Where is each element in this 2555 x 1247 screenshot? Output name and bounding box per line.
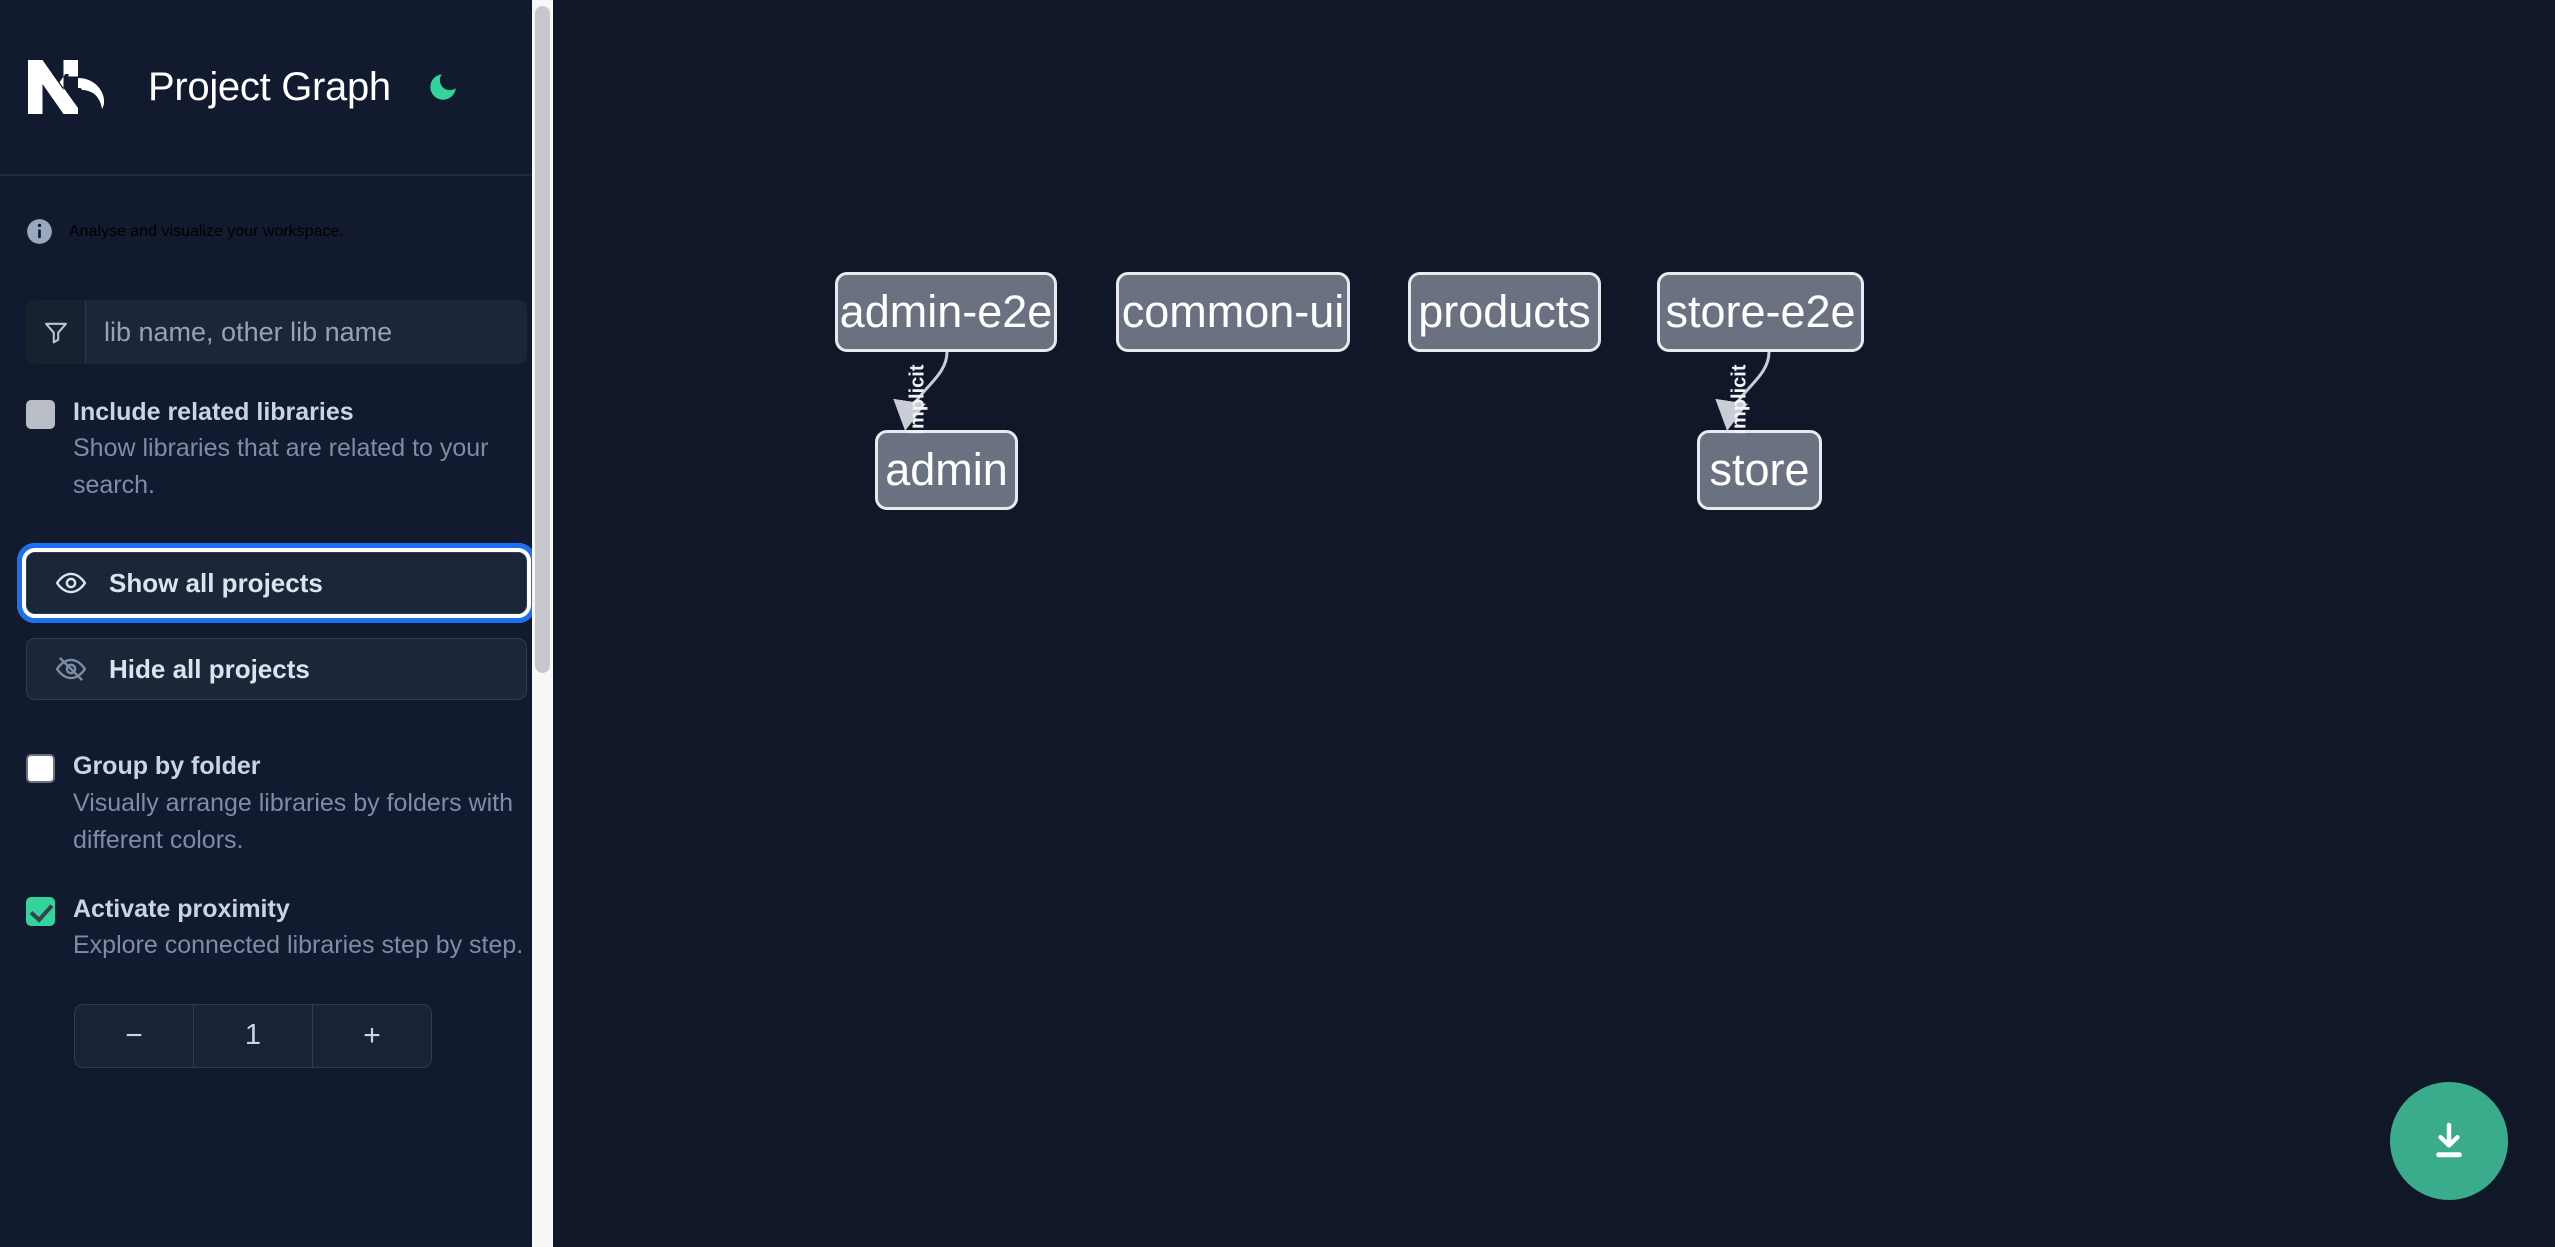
eye-icon (55, 572, 87, 594)
sidebar: Project Graph Analyse and visualize your… (0, 0, 553, 1247)
hide-all-projects-button[interactable]: Hide all projects (26, 638, 527, 701)
graph-edges (893, 351, 1771, 431)
edge-store-e2e-to-store (1715, 351, 1771, 431)
edge-admin-e2e-to-admin (893, 351, 949, 431)
activate-proximity-checkbox[interactable] (26, 896, 55, 926)
tagline-text: Analyse and visualize your workspace. (69, 222, 344, 240)
node-label: admin (885, 444, 1008, 495)
option-text-group: Activate proximity Explore connected lib… (73, 891, 523, 964)
moon-glyph (430, 74, 456, 100)
sidebar-header: Project Graph (0, 0, 553, 176)
option-description: Visually arrange libraries by folders wi… (73, 788, 514, 854)
option-description: Show libraries that are related to your … (73, 434, 489, 500)
graph-node-store-e2e[interactable]: store-e2e (1657, 272, 1864, 352)
project-visibility-buttons: Show all projects Hide all projects (17, 543, 536, 701)
hide-all-projects-label: Hide all projects (109, 653, 310, 684)
graph-node-common-ui[interactable]: common-ui (1116, 272, 1350, 352)
filter-search-box[interactable] (26, 300, 527, 364)
page-title: Project Graph (148, 64, 391, 109)
option-title: Activate proximity (73, 894, 290, 923)
node-label: products (1418, 286, 1591, 337)
option-description: Explore connected libraries step by step… (73, 930, 524, 959)
option-activate-proximity[interactable]: Activate proximity Explore connected lib… (26, 891, 527, 964)
node-label: admin-e2e (839, 286, 1053, 337)
proximity-value: 1 (193, 1004, 312, 1067)
show-all-projects-label: Show all projects (109, 567, 323, 598)
proximity-decrement-button[interactable]: − (75, 1004, 193, 1067)
graph-canvas[interactable]: admin-e2e common-ui products store-e2e a… (573, 0, 2555, 1247)
option-text-group: Include related libraries Show libraries… (73, 394, 527, 504)
option-title: Group by folder (73, 752, 261, 781)
option-title: Include related libraries (73, 398, 354, 426)
workspace-tagline: Analyse and visualize your workspace. (26, 176, 527, 245)
download-icon (2436, 1122, 2462, 1158)
sidebar-body: Analyse and visualize your workspace. In… (0, 176, 553, 1068)
graph-node-store[interactable]: store (1697, 430, 1822, 510)
show-all-projects-button[interactable]: Show all projects (17, 543, 536, 624)
eye-off-icon (55, 657, 87, 682)
proximity-increment-button[interactable]: + (312, 1004, 431, 1067)
funnel-glyph (44, 322, 67, 344)
include-related-libraries-checkbox[interactable] (26, 400, 55, 429)
graph-node-products[interactable]: products (1408, 272, 1601, 352)
graph-node-admin-e2e[interactable]: admin-e2e (835, 272, 1057, 352)
search-input[interactable] (86, 300, 527, 364)
filter-funnel-icon (26, 300, 86, 364)
option-include-related-libraries[interactable]: Include related libraries Show libraries… (26, 394, 527, 504)
node-label: store (1709, 444, 1810, 495)
nx-logo-icon (28, 60, 105, 114)
node-label: common-ui (1121, 286, 1345, 337)
info-icon (27, 219, 52, 244)
sidebar-scrollbar-thumb[interactable] (535, 6, 550, 673)
option-text-group: Group by folder Visually arrange librari… (73, 748, 527, 858)
group-by-folder-checkbox[interactable] (26, 754, 55, 784)
proximity-stepper: − 1 + (74, 1003, 432, 1068)
option-group-by-folder[interactable]: Group by folder Visually arrange librari… (26, 748, 527, 858)
moon-icon[interactable] (421, 65, 465, 109)
download-graph-button[interactable] (2390, 1082, 2508, 1200)
graph-node-admin[interactable]: admin (875, 430, 1018, 510)
node-label: store-e2e (1665, 286, 1856, 337)
sidebar-scrollbar-track[interactable] (532, 0, 553, 1247)
